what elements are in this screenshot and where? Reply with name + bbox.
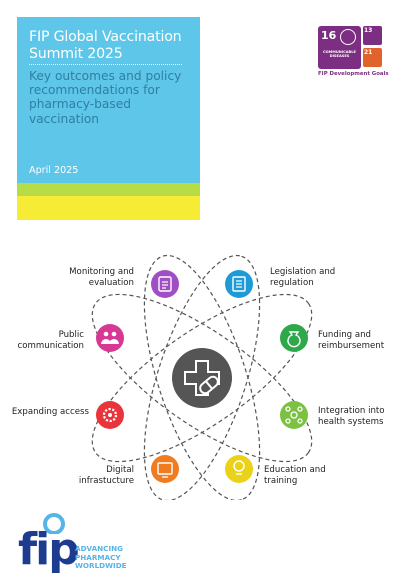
title-divider xyxy=(29,64,182,65)
label-integration: Integration into health systems xyxy=(318,406,385,427)
logo-tagline: ADVANCING PHARMACY WORLDWIDE xyxy=(75,544,127,571)
node-public xyxy=(96,324,124,352)
node-funding xyxy=(280,324,308,352)
goal-13-tile: 13 xyxy=(363,26,382,45)
report-cover: FIP Global Vaccination Summit 2025 Key o… xyxy=(17,17,200,220)
node-digital xyxy=(151,455,179,483)
label-education: Education and training xyxy=(264,465,326,486)
clipboard-chart-icon xyxy=(158,276,172,292)
label-monitoring: Monitoring and evaluation xyxy=(69,267,134,288)
lightbulb-icon xyxy=(233,460,245,475)
logo-word: fip xyxy=(18,524,80,575)
report-subtitle: Key outcomes and policy recommendations … xyxy=(29,69,182,126)
development-goals-badge: 16 COMMUNICABLE DISEASES 13 21 FIP Devel… xyxy=(318,26,389,78)
orbit-lines xyxy=(91,254,313,500)
orbit-3 xyxy=(143,254,261,500)
people-icon xyxy=(101,331,119,344)
node-integration xyxy=(280,401,308,429)
node-expanding xyxy=(96,401,124,429)
development-goals-label: FIP Development Goals xyxy=(318,71,389,77)
label-expanding: Expanding access xyxy=(11,407,89,417)
gear-icon xyxy=(102,407,118,423)
policy-areas-diagram xyxy=(91,254,313,500)
label-legislation: Legislation and regulation xyxy=(270,267,336,288)
goal-21-tile: 21 xyxy=(363,48,382,67)
document-icon xyxy=(232,276,246,292)
node-education xyxy=(225,455,253,483)
orbit-2 xyxy=(91,293,313,463)
goal-16-symbol-icon xyxy=(340,29,356,45)
node-legislation xyxy=(225,270,253,298)
fip-logo: fip ADVANCING PHARMACY WORLDWIDE xyxy=(18,513,138,576)
report-title: FIP Global Vaccination Summit 2025 xyxy=(29,29,182,62)
screen-icon xyxy=(157,462,173,475)
network-icon xyxy=(285,406,303,424)
orbit-1 xyxy=(91,293,313,463)
node-monitoring xyxy=(151,270,179,298)
cover-stripe-green xyxy=(17,183,200,196)
label-public: Public communication xyxy=(17,330,84,351)
logo-swoosh-icon xyxy=(43,513,65,534)
label-digital: Digital infrastucture xyxy=(78,465,134,486)
report-date: April 2025 xyxy=(29,165,79,176)
cover-stripe-yellow xyxy=(17,196,200,220)
orbit-4 xyxy=(143,254,261,500)
label-funding: Funding and reimbursement xyxy=(318,330,385,351)
center-pill-cross-icon xyxy=(172,348,232,408)
goal-16-tile: 16 COMMUNICABLE DISEASES xyxy=(318,26,361,69)
money-bag-icon xyxy=(287,331,301,348)
